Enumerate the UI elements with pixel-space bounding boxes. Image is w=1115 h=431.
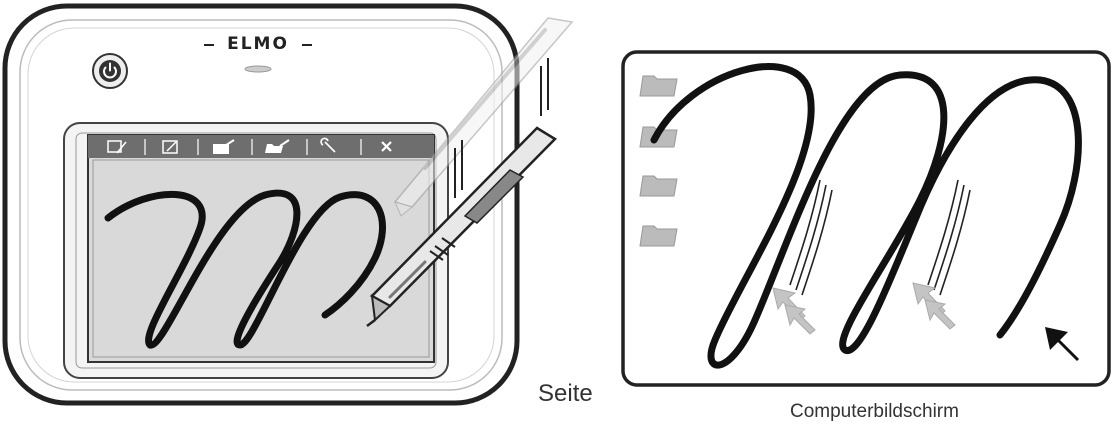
tablet-toolbar [88,135,434,158]
folder-icon[interactable] [265,139,290,153]
edit-icon[interactable] [162,140,178,154]
wrench-icon[interactable] [320,137,336,153]
stylus-pen [366,126,557,327]
pen-tool-icon[interactable] [107,140,127,154]
screen-side-label: Computerbildschirm [790,401,959,422]
motion-lines [789,179,971,296]
power-button[interactable] [92,53,128,89]
sign-icon[interactable] [213,139,235,154]
tablet-device: ELMO [2,3,574,406]
computer-screen [621,50,1111,387]
tablet-side-label: Seite [538,380,593,407]
power-icon [103,62,117,79]
cursor-trail-icon [772,282,956,335]
close-icon[interactable] [381,141,392,152]
cursor-arrow-icon [1045,327,1080,362]
status-led [244,65,272,73]
screen-pen-stroke [650,63,1082,369]
tablet-pen-stroke [104,189,386,349]
stylus-pen-lifted [393,17,574,217]
folder-icon[interactable] [639,175,678,197]
folder-icon[interactable] [639,225,678,247]
brand-logo: ELMO [227,34,289,54]
folder-icon[interactable] [639,75,678,97]
